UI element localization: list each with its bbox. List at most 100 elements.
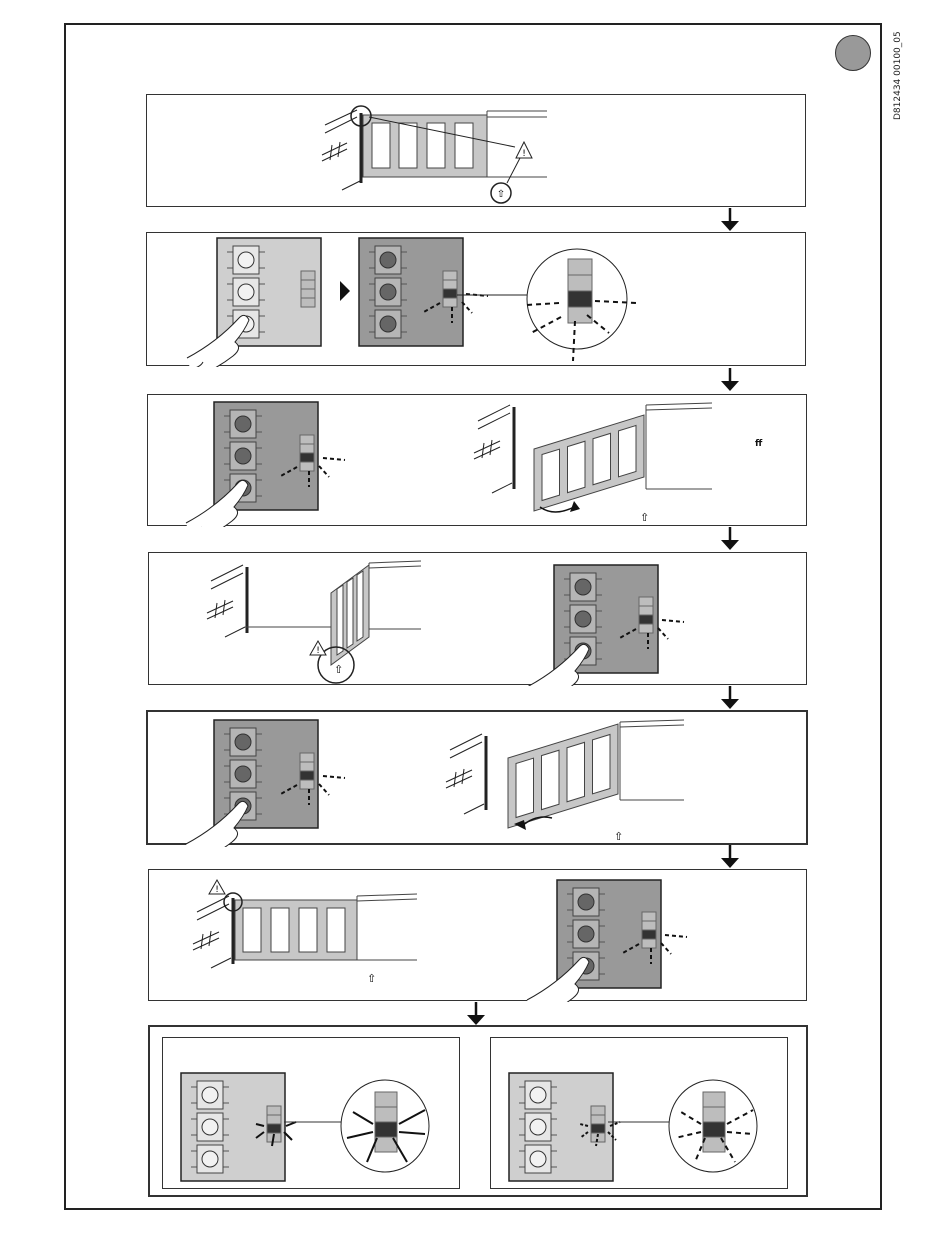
push-button: [369, 246, 407, 274]
blink-ray: [658, 628, 668, 639]
led-off: [301, 280, 315, 289]
gate-panel: [243, 908, 261, 952]
push-button: [224, 728, 262, 756]
led-ray: [286, 1122, 296, 1126]
led-on: [443, 289, 457, 298]
result-b-panel: [490, 1037, 788, 1189]
wall: [474, 405, 514, 493]
led-off: [639, 597, 653, 606]
fence: [646, 403, 712, 489]
led-off: [591, 1106, 605, 1115]
blink-ray: [319, 784, 329, 795]
key-icon: ⇧: [491, 183, 511, 203]
led-off: [591, 1115, 605, 1124]
gate-panel: [271, 908, 289, 952]
brick-hatch-icon: [322, 142, 347, 161]
svg-text:⇧: ⇧: [497, 189, 505, 200]
blink-ray: [661, 943, 671, 954]
warning-triangle-icon: !: [516, 142, 532, 159]
led-off: [639, 606, 653, 615]
blink-ray: [665, 935, 687, 937]
brick-hatch-icon: [446, 769, 472, 788]
key-icon: ⇧: [334, 663, 343, 676]
led-off: [301, 298, 315, 307]
gate-panel: [327, 908, 345, 952]
step-7-panel: [148, 1025, 808, 1197]
warning-triangle-icon: !: [310, 641, 326, 656]
push-button: [191, 1081, 229, 1109]
next-arrow-icon: [340, 281, 350, 301]
step-1-drawing: ! ⇧: [147, 95, 807, 208]
down-arrow-icon: [720, 368, 740, 392]
led-off: [639, 624, 653, 633]
push-button: [369, 278, 407, 306]
led-off: [301, 271, 315, 280]
document-code-text: D812434 00100_05: [893, 31, 903, 120]
led-off: [267, 1106, 281, 1115]
gate-leaf: [508, 724, 618, 828]
led-off: [642, 912, 656, 921]
step-4-drawing: !⇧: [149, 553, 808, 686]
led-off: [267, 1115, 281, 1124]
led-off: [443, 280, 457, 289]
push-button: [224, 760, 262, 788]
blink-ray: [319, 466, 329, 477]
fence: [620, 720, 684, 800]
key-icon: ⇧: [367, 972, 376, 985]
push-button: [191, 1113, 229, 1141]
result-b-drawing: [491, 1038, 789, 1190]
step-2-drawing: [147, 233, 807, 367]
fence: [357, 894, 417, 960]
page-marker-circle: [835, 35, 871, 71]
step-5-panel: ⇧: [146, 710, 808, 845]
brick-hatch-icon: [193, 931, 219, 950]
key-icon: ⇧: [640, 511, 649, 524]
warning-triangle-icon: !: [209, 880, 225, 895]
led-off: [300, 753, 314, 762]
step-4-panel: !⇧: [148, 552, 807, 685]
step-6-drawing: !⇧: [149, 870, 808, 1002]
push-button: [564, 573, 602, 601]
step-3-drawing: ⇧: [148, 395, 808, 527]
down-arrow-icon: [720, 527, 740, 551]
led-off: [301, 289, 315, 298]
push-button: [519, 1145, 557, 1173]
led-on: [267, 1124, 281, 1133]
led-off: [642, 939, 656, 948]
result-a-panel: [162, 1037, 460, 1189]
key-icon: ⇧: [614, 830, 623, 843]
down-arrow-icon: [720, 845, 740, 869]
push-button: [369, 310, 407, 338]
gate-panel: [299, 908, 317, 952]
led-off: [443, 298, 457, 307]
led-off: [300, 462, 314, 471]
svg-text:!: !: [316, 646, 320, 656]
led-off: [300, 435, 314, 444]
gate-leaf: [534, 415, 644, 511]
push-button: [564, 605, 602, 633]
led-off: [642, 921, 656, 930]
result-a-drawing: [163, 1038, 461, 1190]
led-off: [300, 762, 314, 771]
svg-text:!: !: [522, 149, 526, 159]
push-button: [519, 1081, 557, 1109]
down-arrow-icon: [720, 208, 740, 232]
step-3-note: ff: [755, 439, 762, 449]
led-off: [300, 444, 314, 453]
step-6-panel: !⇧: [148, 869, 807, 1001]
brick-hatch-icon: [474, 440, 500, 459]
wall: [193, 896, 233, 968]
led-on: [591, 1124, 605, 1133]
blink-ray: [662, 620, 684, 622]
push-button: [519, 1113, 557, 1141]
led-off: [300, 780, 314, 789]
gate-leaf-open: [331, 565, 369, 665]
led-column: [301, 271, 315, 307]
push-button: [224, 410, 262, 438]
led-off: [443, 271, 457, 280]
blink-ray: [323, 458, 345, 460]
led-on: [642, 930, 656, 939]
fence: [369, 561, 421, 629]
push-button: [191, 1145, 229, 1173]
push-button: [567, 920, 605, 948]
